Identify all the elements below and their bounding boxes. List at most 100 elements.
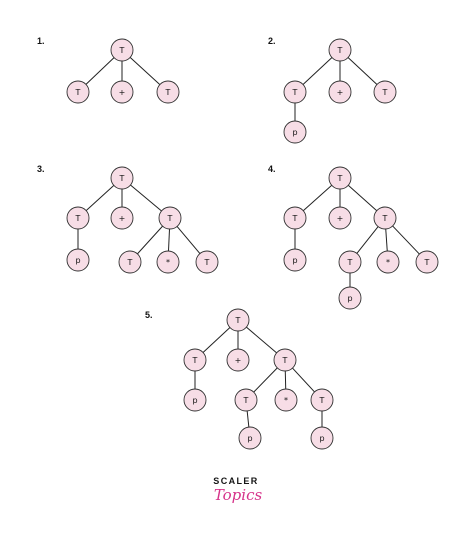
tree-node: T [283,206,307,230]
tree-node-circle [273,348,297,372]
tree-node: + [328,206,352,230]
tree-edge [253,367,278,393]
tree-node-label: * [284,396,288,405]
tree-node-circle [328,206,352,230]
tree-node-label: T [337,46,343,55]
tree-node-label: + [119,88,126,97]
tree-edge [129,57,161,85]
logo-text-bottom: Topics [214,486,263,504]
tree-node-label: T [192,356,198,365]
tree-node-label: p [292,128,297,137]
tree-node: T [110,38,134,62]
tree-node-label: p [292,256,297,265]
tree-node-label: T [204,258,210,267]
tree-node-circle [338,286,362,310]
tree-node-label: T [119,174,125,183]
logo-text-top: SCALER [213,476,258,486]
tree-node-circle [415,250,439,274]
tree-node: T [373,80,397,104]
tree-edge [176,226,201,254]
tree-node-label: p [75,256,80,265]
tree-edge [292,367,315,393]
tree-node-circle [158,206,182,230]
tree-node: p [66,248,90,272]
tree-node-label: T [382,88,388,97]
tree-2: 2. T T + Tp [268,36,397,144]
tree-node-circle [373,80,397,104]
tree-node-circle [234,388,258,412]
tree-node-circle [310,426,334,450]
tree-edge [85,57,115,85]
tree-node-circle [110,80,134,104]
tree-node-circle [226,308,250,332]
tree-node: T [118,250,142,274]
tree-node-circle [118,250,142,274]
tree-edge [356,226,379,254]
tree-node-circle [338,250,362,274]
tree-node-circle [373,206,397,230]
tree-node: T [226,308,250,332]
tree-node-circle [156,80,180,104]
tree-node: p [283,120,307,144]
tree-node: + [110,80,134,104]
tree-node: T [415,250,439,274]
tree-node-circle [66,206,90,230]
tree-node-circle [110,206,134,230]
tree-node-label: * [386,258,390,267]
tree-node: + [110,206,134,230]
tree-node: * [156,250,180,274]
tree-edge [130,184,162,212]
tree-node-circle [183,388,207,412]
tree-node-label: + [119,214,126,223]
tree-node-label: T [75,88,81,97]
tree-node: * [274,388,298,412]
tree-node-circle [226,348,250,372]
tree-node-label: T [347,258,353,267]
tree-node: + [328,80,352,104]
tree-node-circle [66,248,90,272]
tree-node-label: T [235,316,241,325]
tree-node-label: p [319,434,324,443]
tree-node-label: T [292,88,298,97]
tree-node-circle [376,250,400,274]
tree-node-circle [283,206,307,230]
tree-node: T [195,250,219,274]
tree-node: p [183,388,207,412]
tree-node-label: T [319,396,325,405]
tree-node-label: T [167,214,173,223]
tree-node: T [373,206,397,230]
tree-node-label: T [382,214,388,223]
tree-node: T [338,250,362,274]
tree-node: p [238,426,262,450]
tree-edge [302,57,333,85]
tree-node-circle [310,388,334,412]
tree-step-label: 2. [268,36,276,46]
tree-edge [347,57,378,85]
tree-edge [302,184,333,212]
tree-edge [85,185,115,211]
tree-node-circle [283,120,307,144]
tree-node-circle [328,80,352,104]
tree-node-label: + [337,214,344,223]
tree-node-circle [195,250,219,274]
tree-node: T [66,80,90,104]
tree-edge [202,327,231,353]
tree-node-circle [110,166,134,190]
tree-step-label: 3. [37,164,45,174]
tree-node-label: * [166,258,170,267]
tree-1: 1.TT+T [37,36,180,104]
tree-node-circle [66,80,90,104]
tree-step-label: 1. [37,36,45,46]
tree-edge [246,326,277,354]
tree-node-circle [328,166,352,190]
scaler-topics-logo: SCALER Topics [213,476,262,504]
tree-node-label: T [282,356,288,365]
tree-node-label: + [337,88,344,97]
tree-node: p [283,248,307,272]
tree-node: + [226,348,250,372]
tree-edge [167,228,171,252]
tree-node-label: T [75,214,81,223]
tree-node: T [66,206,90,230]
tree-node-circle [274,388,298,412]
